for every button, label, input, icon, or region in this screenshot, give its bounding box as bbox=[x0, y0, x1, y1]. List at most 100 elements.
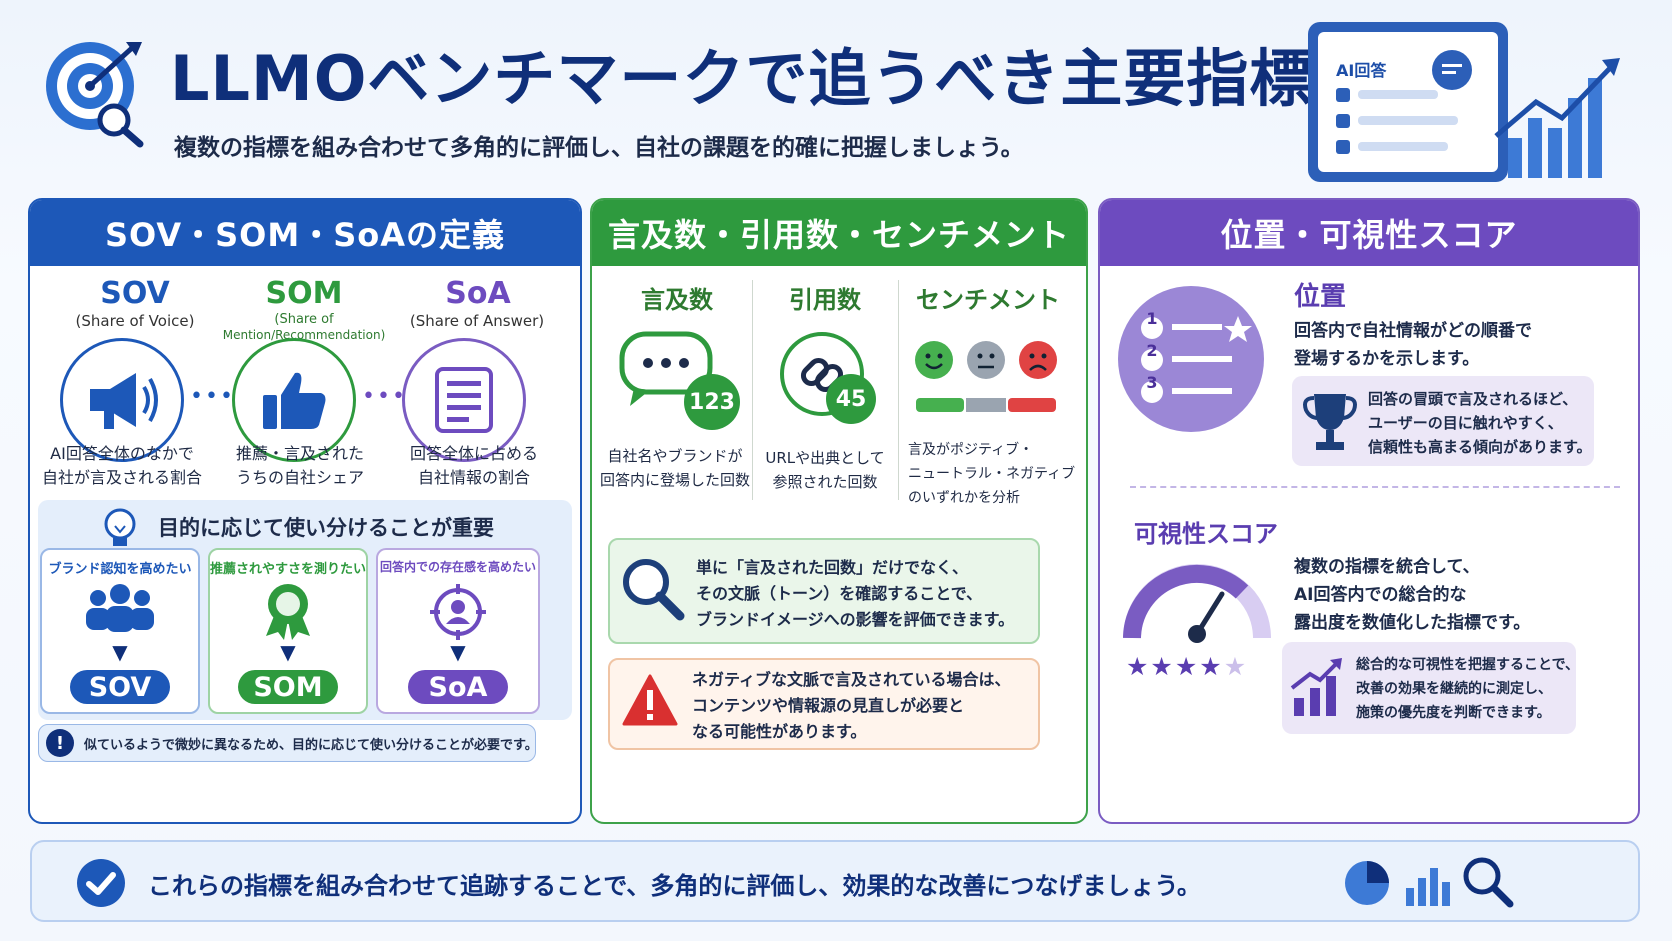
info-context-line3: ブランドイメージへの影響を評価できます。 bbox=[696, 610, 1015, 629]
metric-soa-name: SoA bbox=[445, 276, 511, 311]
panel1-heading: SOV・SOM・SoAの定義 bbox=[30, 200, 580, 266]
position-tip1: 回答の冒頭で言及されるほど、 bbox=[1368, 390, 1578, 408]
use-metric-som: SOM bbox=[238, 670, 338, 704]
lightbulb-icon bbox=[100, 506, 140, 554]
score-tip2: 改善の効果を継続的に測定し、 bbox=[1356, 681, 1552, 697]
target-icon bbox=[42, 38, 152, 148]
growth-chart-icon bbox=[1290, 658, 1346, 722]
rank-number: 2 bbox=[1146, 341, 1158, 360]
column-divider bbox=[898, 280, 899, 500]
search-icon bbox=[1460, 854, 1516, 914]
star-filled-icon: ★ bbox=[1199, 652, 1224, 681]
metric-sov-desc2: 自社が言及される割合 bbox=[42, 468, 203, 487]
metric-sov-full: (Share of Voice) bbox=[75, 312, 195, 330]
section-divider bbox=[1130, 486, 1620, 488]
panel-position-visibility: 位置・可視性スコア 1 2 3 位置 回答内で自社情報がどの順番で 登場するかを… bbox=[1098, 198, 1640, 824]
trophy-icon bbox=[1300, 390, 1360, 460]
info-context-line2: その文脈（トーン）を確認することで、 bbox=[696, 584, 983, 603]
metric-som-desc1: 推薦・言及された bbox=[235, 444, 364, 463]
warning-line3: なる可能性があります。 bbox=[692, 722, 867, 741]
award-icon bbox=[258, 580, 318, 644]
panel-mentions-sentiment: 言及数・引用数・センチメント 言及数 引用数 センチメント 123 45 bbox=[590, 198, 1088, 824]
column-divider bbox=[752, 280, 753, 500]
ranked-list-icon bbox=[1118, 286, 1264, 432]
panel3-heading: 位置・可視性スコア bbox=[1100, 200, 1638, 266]
rank-number: 1 bbox=[1146, 309, 1158, 328]
position-desc2: 登場するかを示します。 bbox=[1294, 349, 1480, 369]
use-goal-sov: ブランド認知を高めたい bbox=[48, 562, 192, 577]
col-citations-title: 引用数 bbox=[789, 286, 861, 314]
score-title: 可視性スコア bbox=[1134, 520, 1278, 548]
position-tip2: ユーザーの目に触れやすく、 bbox=[1368, 414, 1563, 432]
dots-connector: ••• bbox=[362, 384, 407, 409]
pie-chart-icon bbox=[1342, 858, 1392, 912]
metric-soa-desc2: 自社情報の割合 bbox=[417, 468, 530, 487]
position-tip3: 信頼性も高まる傾向があります。 bbox=[1368, 438, 1592, 456]
megaphone-icon bbox=[60, 338, 184, 462]
metric-som-full2: Mention/Recommendation) bbox=[222, 328, 386, 342]
note-text: 似ているようで微妙に異なるため、目的に応じて使い分けることが必要です。 bbox=[84, 738, 538, 753]
rank-number: 3 bbox=[1146, 373, 1158, 392]
star-rating-stars: ★★★★★ bbox=[1126, 652, 1248, 681]
citations-count-badge: 45 bbox=[826, 374, 876, 424]
position-title: 位置 bbox=[1294, 282, 1347, 312]
star-empty-icon: ★ bbox=[1223, 652, 1249, 681]
note-bar bbox=[38, 724, 536, 762]
col-sentiment-desc2: ニュートラル・ネガティブ bbox=[908, 466, 1076, 482]
col-sentiment-desc3: のいずれかを分析 bbox=[908, 490, 1020, 506]
col-mentions-desc1: 自社名やブランドが bbox=[607, 447, 743, 465]
arrow-down-icon: ▼ bbox=[280, 640, 296, 664]
arrow-down-icon: ▼ bbox=[450, 640, 466, 664]
metric-som-desc2: うちの自社シェア bbox=[235, 468, 364, 487]
use-goal-som: 推薦されやすさを測りたい bbox=[209, 562, 366, 577]
metric-soa-full: (Share of Answer) bbox=[409, 312, 545, 330]
col-citations-desc2: 参照された回数 bbox=[772, 473, 878, 491]
warning-line2: コンテンツや情報源の見直しが必要と bbox=[692, 696, 965, 715]
arrow-down-icon: ▼ bbox=[112, 640, 128, 664]
col-mentions-title: 言及数 bbox=[641, 286, 713, 314]
crosshair-user-icon bbox=[428, 582, 488, 646]
footer-banner: これらの指標を組み合わせて追跡することで、多角的に評価し、効果的な改善につなげま… bbox=[30, 840, 1640, 922]
magnifier-icon bbox=[620, 556, 686, 626]
footer-text: これらの指標を組み合わせて追跡することで、多角的に評価し、効果的な改善につなげま… bbox=[148, 872, 1201, 900]
mentions-count-badge: 123 bbox=[684, 374, 740, 430]
info-context-box bbox=[608, 538, 1040, 644]
use-metric-soa: SoA bbox=[408, 670, 508, 704]
gauge-icon bbox=[1122, 554, 1272, 648]
use-metric-sov: SOV bbox=[70, 670, 170, 704]
chat-bubble-icon bbox=[618, 330, 718, 414]
bar-chart-icon bbox=[1402, 858, 1452, 912]
dots-connector: ••• bbox=[190, 384, 235, 409]
warning-box bbox=[608, 658, 1040, 750]
checkmark-icon bbox=[76, 858, 126, 912]
metric-soa-desc1: 回答全体に占める bbox=[409, 444, 538, 463]
use-goal-soa: 回答内での存在感を高めたい bbox=[379, 560, 536, 574]
star-filled-icon: ★ bbox=[1174, 652, 1200, 681]
star-rating: ★★★★★ bbox=[1126, 652, 1248, 681]
col-sentiment-title: センチメント bbox=[916, 286, 1060, 314]
col-citations-desc1: URLや出典として bbox=[765, 449, 885, 467]
purpose-title: 目的に応じて使い分けることが重要 bbox=[158, 516, 494, 540]
position-desc1: 回答内で自社情報がどの順番で bbox=[1294, 321, 1532, 341]
metric-sov-desc1: AI回答全体のなかで bbox=[50, 444, 194, 463]
score-tip3: 施策の優先度を判断できます。 bbox=[1356, 705, 1551, 721]
document-icon bbox=[402, 338, 526, 462]
score-desc1: 複数の指標を統合して、 bbox=[1294, 557, 1480, 577]
star-filled-icon: ★ bbox=[1150, 652, 1175, 681]
page-subtitle: 複数の指標を組み合わせて多角的に評価し、自社の課題を的確に把握しましょう。 bbox=[174, 135, 1024, 161]
info-context-line1: 単に「言及された回数」だけでなく、 bbox=[696, 558, 969, 577]
panel-share-definitions: SOV・SOM・SoAの定義 SOV (Share of Voice) SOM … bbox=[28, 198, 582, 824]
col-mentions-desc2: 回答内に登場した回数 bbox=[599, 471, 750, 489]
exclamation-icon: ! bbox=[46, 729, 74, 757]
ai-answer-mockup bbox=[1300, 18, 1640, 190]
star-filled-icon: ★ bbox=[1126, 652, 1151, 681]
mockup-label: AI回答 bbox=[1336, 61, 1387, 80]
thumbs-up-icon bbox=[232, 338, 356, 462]
score-desc2: AI回答内での総合的な bbox=[1294, 585, 1467, 605]
metric-som-name: SOM bbox=[265, 276, 343, 311]
page-title: LLMOベンチマークで追うべき主要指標 bbox=[170, 42, 1313, 115]
warning-line1: ネガティブな文脈で言及されている場合は、 bbox=[692, 670, 1011, 689]
sentiment-faces-icon bbox=[914, 340, 1064, 424]
metric-som-full1: (Share of bbox=[274, 312, 334, 327]
warning-icon bbox=[622, 674, 678, 730]
